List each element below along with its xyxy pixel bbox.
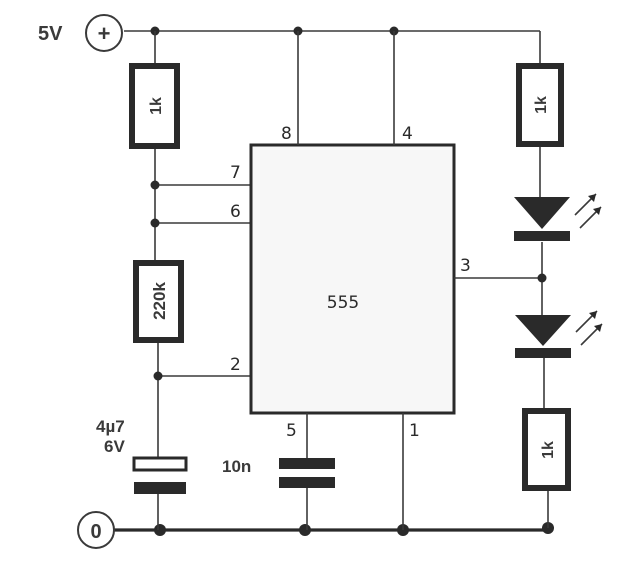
ground-rail xyxy=(114,522,554,536)
pin-7-label: 7 xyxy=(230,163,241,183)
supply-label: 5V xyxy=(38,23,63,45)
ic-name: 555 xyxy=(327,293,359,313)
control-capacitor-value: 10n xyxy=(222,457,251,476)
pin-2-label: 2 xyxy=(230,355,241,375)
led-lower xyxy=(515,310,603,358)
control-capacitor xyxy=(279,458,335,488)
timing-capacitor-voltage: 6V xyxy=(104,437,125,456)
timing-capacitor xyxy=(132,456,188,494)
pin-4-label: 4 xyxy=(402,124,413,144)
resistor-top-left: 1k xyxy=(129,63,180,149)
pin-5-label: 5 xyxy=(286,421,297,441)
pin-6-label: 6 xyxy=(230,202,241,222)
ic-pin-wires xyxy=(297,31,540,530)
resistor-mid-left: 220k xyxy=(133,260,184,343)
resistor-top-left-label: 1k xyxy=(148,97,165,115)
pin-1-label: 1 xyxy=(409,421,420,441)
pin-8-label: 8 xyxy=(281,124,292,144)
resistor-bottom-right: 1k xyxy=(522,408,571,491)
left-branch xyxy=(150,31,250,530)
ground-terminal: 0 xyxy=(77,511,115,549)
supply-rail xyxy=(124,26,540,36)
ic-555: 555 xyxy=(249,143,456,415)
resistor-bottom-right-label: 1k xyxy=(540,441,557,459)
resistor-top-right: 1k xyxy=(516,63,564,147)
plus-symbol: + xyxy=(98,21,111,46)
resistor-top-right-label: 1k xyxy=(533,96,550,114)
led-upper xyxy=(514,193,602,241)
resistor-mid-left-label: 220k xyxy=(150,282,169,320)
ground-symbol: 0 xyxy=(90,521,101,543)
pin-3-label: 3 xyxy=(460,256,471,276)
right-branch xyxy=(537,31,549,528)
timing-capacitor-value: 4µ7 xyxy=(96,417,125,436)
supply-terminal: + xyxy=(85,14,123,52)
